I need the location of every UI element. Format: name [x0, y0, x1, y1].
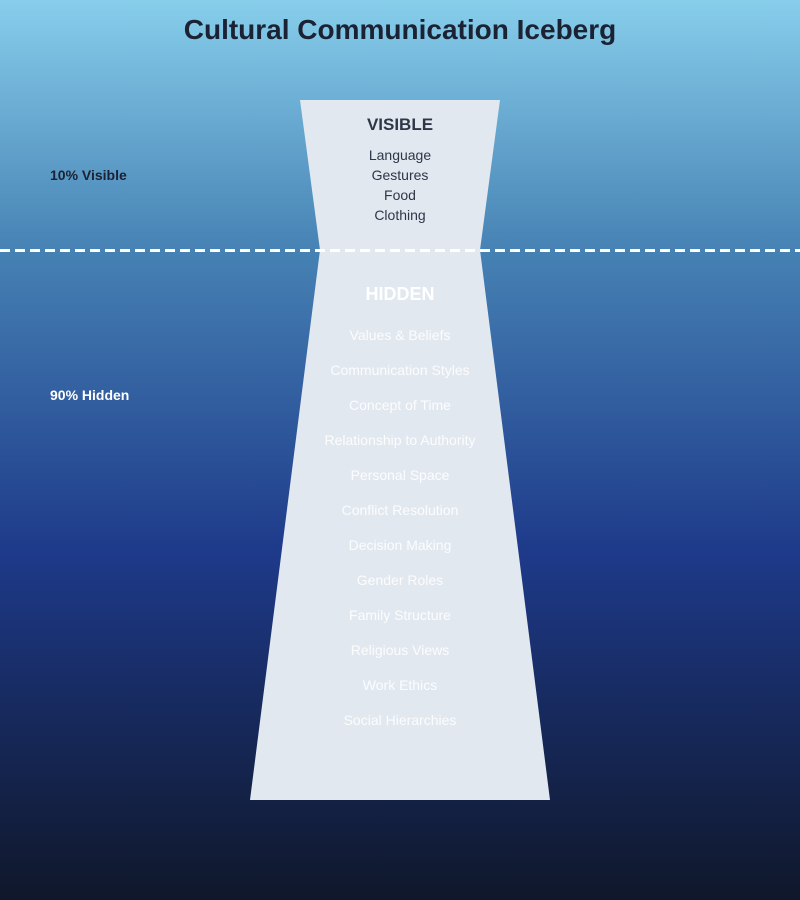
hidden-percentage-label: 90% Hidden — [50, 387, 130, 403]
hidden-item: Conflict Resolution — [341, 502, 459, 518]
visible-items-list: Language Gestures Food Clothing — [0, 145, 800, 225]
hidden-item: Concept of Time — [349, 397, 451, 413]
visible-item: Clothing — [374, 207, 426, 223]
hidden-item: Social Hierarchies — [343, 712, 457, 728]
visible-section-heading: VISIBLE — [366, 115, 434, 134]
hidden-item: Decision Making — [348, 537, 452, 553]
visible-item: Food — [384, 187, 416, 203]
hidden-section-heading: HIDDEN — [365, 284, 435, 304]
visible-percentage-label: 10% Visible — [50, 167, 127, 183]
hidden-items-list: Values & Beliefs Communication Styles Co… — [0, 325, 800, 745]
waterline-dashed-divider — [0, 249, 800, 252]
hidden-item: Gender Roles — [356, 572, 444, 588]
iceberg-polygon — [250, 100, 550, 800]
hidden-item: Personal Space — [350, 467, 450, 483]
hidden-item: Relationship to Authority — [324, 432, 476, 448]
diagram-title: Cultural Communication Iceberg — [183, 14, 617, 45]
hidden-item: Values & Beliefs — [349, 327, 451, 343]
visible-item: Language — [368, 147, 432, 163]
hidden-item: Religious Views — [350, 642, 450, 658]
hidden-item: Family Structure — [349, 607, 451, 623]
hidden-item: Communication Styles — [330, 362, 470, 378]
hidden-item: Work Ethics — [362, 677, 438, 693]
visible-item: Gestures — [371, 167, 429, 183]
